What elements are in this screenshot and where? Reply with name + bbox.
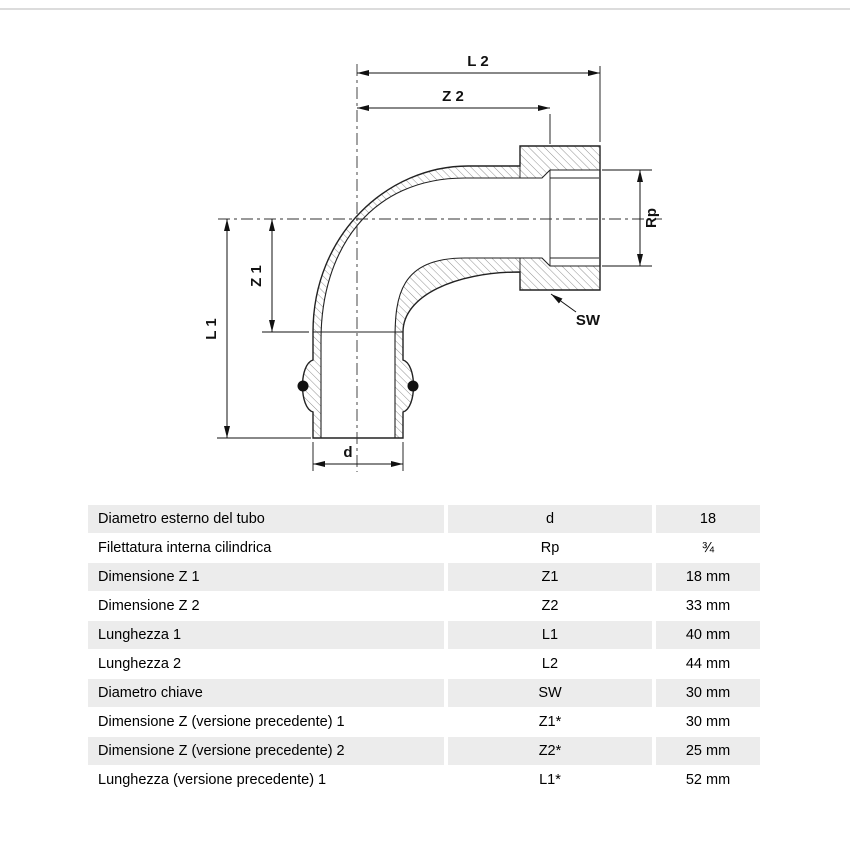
dim-label-rp: Rp bbox=[643, 208, 660, 228]
dimension-sw: SW bbox=[550, 293, 601, 329]
spec-value: 44 mm bbox=[656, 650, 760, 678]
drawing-svg: L 2 Z 2 Z 1 L 1 Rp SW d bbox=[203, 53, 662, 472]
spec-value: 40 mm bbox=[656, 621, 760, 649]
dimension-rp: Rp bbox=[602, 169, 660, 267]
spec-label: Dimensione Z (versione precedente) 1 bbox=[88, 708, 444, 736]
spec-label: Dimensione Z 2 bbox=[88, 592, 444, 620]
top-divider bbox=[0, 8, 850, 10]
spec-symbol: L1* bbox=[448, 766, 652, 794]
spec-value: 52 mm bbox=[656, 766, 760, 794]
spec-symbol: d bbox=[448, 505, 652, 533]
table-row: Filettatura interna cilindrica Rp ¾ bbox=[88, 534, 760, 562]
spec-label: Filettatura interna cilindrica bbox=[88, 534, 444, 562]
dimension-z1: Z 1 bbox=[248, 219, 309, 333]
table-row: Diametro esterno del tubo d 18 bbox=[88, 505, 760, 533]
spec-label: Dimensione Z (versione precedente) 2 bbox=[88, 737, 444, 765]
dimension-l1: L 1 bbox=[203, 219, 311, 439]
table-row: Diametro chiave SW 30 mm bbox=[88, 679, 760, 707]
dim-label-z1: Z 1 bbox=[248, 265, 265, 287]
spec-symbol: Z2 bbox=[448, 592, 652, 620]
table-row: Dimensione Z 2 Z2 33 mm bbox=[88, 592, 760, 620]
dimension-z2: Z 2 bbox=[357, 88, 551, 144]
spec-symbol: Rp bbox=[448, 534, 652, 562]
spec-label: Lunghezza (versione precedente) 1 bbox=[88, 766, 444, 794]
dimension-l2: L 2 bbox=[357, 53, 601, 142]
dimension-d: d bbox=[312, 442, 404, 471]
spec-table: Diametro esterno del tubo d 18 Filettatu… bbox=[88, 505, 760, 795]
table-row: Dimensione Z (versione precedente) 2 Z2*… bbox=[88, 737, 760, 765]
spec-symbol: Z1* bbox=[448, 708, 652, 736]
table-row: Dimensione Z 1 Z1 18 mm bbox=[88, 563, 760, 591]
spec-symbol: Z2* bbox=[448, 737, 652, 765]
table-row: Lunghezza 1 L1 40 mm bbox=[88, 621, 760, 649]
dim-label-z2: Z 2 bbox=[442, 88, 464, 105]
spec-value: 25 mm bbox=[656, 737, 760, 765]
spec-label: Lunghezza 2 bbox=[88, 650, 444, 678]
table-row: Lunghezza (versione precedente) 1 L1* 52… bbox=[88, 766, 760, 794]
spec-label: Diametro esterno del tubo bbox=[88, 505, 444, 533]
dim-label-l1: L 1 bbox=[203, 318, 220, 339]
fitting-outer-contour bbox=[301, 145, 601, 439]
spec-symbol: Z1 bbox=[448, 563, 652, 591]
spec-label: Diametro chiave bbox=[88, 679, 444, 707]
spec-value: ¾ bbox=[656, 534, 760, 562]
spec-symbol: SW bbox=[448, 679, 652, 707]
dim-label-sw: SW bbox=[576, 312, 601, 329]
fitting-wall-hatch bbox=[302, 146, 600, 438]
o-ring-right-icon bbox=[407, 380, 419, 392]
spec-value: 33 mm bbox=[656, 592, 760, 620]
spec-value: 30 mm bbox=[656, 708, 760, 736]
dim-label-l2: L 2 bbox=[467, 53, 488, 70]
spec-label: Lunghezza 1 bbox=[88, 621, 444, 649]
spec-value: 30 mm bbox=[656, 679, 760, 707]
spec-value: 18 mm bbox=[656, 563, 760, 591]
o-ring-left-icon bbox=[297, 380, 309, 392]
spec-label: Dimensione Z 1 bbox=[88, 563, 444, 591]
table-row: Dimensione Z (versione precedente) 1 Z1*… bbox=[88, 708, 760, 736]
table-row: Lunghezza 2 L2 44 mm bbox=[88, 650, 760, 678]
spec-symbol: L1 bbox=[448, 621, 652, 649]
dim-label-d: d bbox=[343, 444, 352, 461]
spec-value: 18 bbox=[656, 505, 760, 533]
spec-symbol: L2 bbox=[448, 650, 652, 678]
fitting-section-drawing: L 2 Z 2 Z 1 L 1 Rp SW d bbox=[203, 53, 662, 472]
